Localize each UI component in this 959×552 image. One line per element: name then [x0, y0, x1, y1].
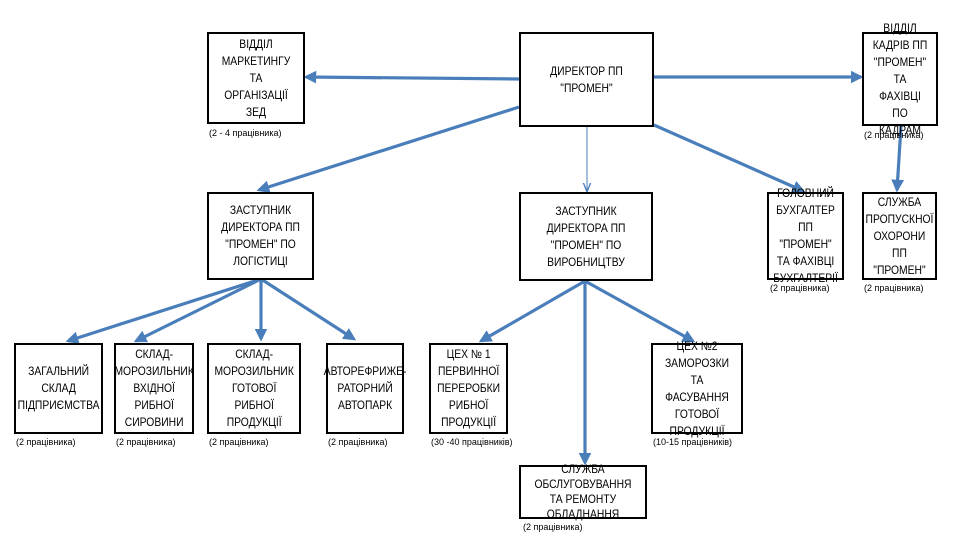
maintenance-staff: (2 працівника): [523, 522, 583, 532]
director-box: ДИРЕКТОР ПП "ПРОМЕН": [519, 32, 654, 127]
chief-accountant-box: ГОЛОВНИЙ БУХГАЛТЕР ПП "ПРОМЕН" ТА ФАХІВЦ…: [767, 186, 844, 285]
deputy-logistics-label: ЗАСТУПНИК ДИРЕКТОРА ПП "ПРОМЕН" ПО ЛОГІС…: [221, 203, 300, 268]
maintenance-box: СЛУЖБА ОБСЛУГОВУВАННЯ ТА РЕМОНТУ ОБЛАДНА…: [519, 462, 647, 521]
security-box: СЛУЖБА ПРОПУСКНОЇ ОХОРОНИ ПП "ПРОМЕН": [862, 192, 937, 280]
hr-staff: (2 працівника): [864, 130, 924, 140]
raw-freezer-box: СКЛАД-МОРОЗИЛЬНИК ВХІДНОЇ РИБНОЇ СИРОВИН…: [114, 343, 194, 434]
security-staff: (2 працівника): [864, 283, 924, 293]
arrow-director-to-deputy-logistics: [256, 105, 520, 193]
reefer-fleet-box: АВТОРЕФРИЖЕ-РАТОРНИЙ АВТОПАРК: [323, 343, 407, 434]
security-label: СЛУЖБА ПРОПУСКНОЇ ОХОРОНИ ПП "ПРОМЕН": [865, 194, 934, 277]
general-warehouse-staff: (2 працівника): [16, 437, 76, 447]
deputy-logistics-box: ЗАСТУПНИК ДИРЕКТОРА ПП "ПРОМЕН" ПО ЛОГІС…: [207, 192, 314, 280]
workshop2-staff: (10-15 працівників): [653, 437, 733, 447]
arrow-director-to-chief-accountant: [653, 123, 806, 193]
raw-freezer-label: СКЛАД-МОРОЗИЛЬНИК ВХІДНОЇ РИБНОЇ СИРОВИН…: [114, 347, 194, 429]
marketing-staff: (2 - 4 працівника): [209, 128, 282, 138]
general-warehouse-box: ЗАГАЛЬНИЙ СКЛАД ПІДПРИЄМСТВА: [14, 343, 103, 434]
arrow-production-to-workshop2: [584, 279, 696, 343]
arrow-director-to-marketing: [303, 70, 520, 84]
marketing-box: ВІДДІЛ МАРКЕТИНГУ ТА ОРГАНІЗАЦІЇ ЗЕД: [207, 32, 305, 124]
arrow-logistics-to-general-warehouse: [65, 277, 262, 344]
chief-accountant-staff: (2 працівника): [770, 283, 830, 293]
chief-accountant-label: ГОЛОВНИЙ БУХГАЛТЕР ПП "ПРОМЕН" ТА ФАХІВЦ…: [773, 186, 838, 285]
director-label: ДИРЕКТОР ПП "ПРОМЕН": [550, 63, 623, 95]
hr-label: ВІДДІЛ КАДРІВ ПП "ПРОМЕН" ТА ФАХІВЦІ ПО …: [872, 20, 928, 137]
deputy-production-label: ЗАСТУПНИК ДИРЕКТОРА ПП "ПРОМЕН" ПО ВИРОБ…: [546, 203, 626, 269]
finished-freezer-staff: (2 працівника): [209, 437, 269, 447]
workshop1-box: ЦЕХ № 1 ПЕРВИННОЇ ПЕРЕРОБКИ РИБНОЇ ПРОДУ…: [429, 343, 508, 434]
hr-box: ВІДДІЛ КАДРІВ ПП "ПРОМЕН" ТА ФАХІВЦІ ПО …: [862, 21, 938, 137]
maintenance-label: СЛУЖБА ОБСЛУГОВУВАННЯ ТА РЕМОНТУ ОБЛАДНА…: [534, 462, 632, 521]
finished-freezer-label: СКЛАД-МОРОЗИЛЬНИК ГОТОВОЇ РИБНОЇ ПРОДУКЦ…: [214, 347, 294, 429]
arrow-hr-to-security: [891, 125, 905, 193]
marketing-label: ВІДДІЛ МАРКЕТИНГУ ТА ОРГАНІЗАЦІЇ ЗЕД: [221, 36, 291, 119]
finished-freezer-box: СКЛАД-МОРОЗИЛЬНИК ГОТОВОЇ РИБНОЇ ПРОДУКЦ…: [207, 343, 301, 434]
workshop1-label: ЦЕХ № 1 ПЕРВИННОЇ ПЕРЕРОБКИ РИБНОЇ ПРОДУ…: [437, 347, 500, 429]
deputy-production-box: ЗАСТУПНИК ДИРЕКТОРА ПП "ПРОМЕН" ПО ВИРОБ…: [519, 192, 653, 281]
raw-freezer-staff: (2 працівника): [116, 437, 176, 447]
workshop2-box: ЦЕХ №2 ЗАМОРОЗКИ ТА ФАСУВАННЯ ГОТОВОЇ ПР…: [651, 339, 743, 438]
reefer-fleet-label: АВТОРЕФРИЖЕ-РАТОРНИЙ АВТОПАРК: [323, 364, 407, 412]
arrow-logistics-to-reefer-fleet: [260, 277, 357, 341]
workshop2-label: ЦЕХ №2 ЗАМОРОЗКИ ТА ФАСУВАННЯ ГОТОВОЇ ПР…: [664, 338, 730, 438]
arrow-production-to-workshop1: [478, 279, 586, 343]
arrow-logistics-to-raw-freezer: [133, 277, 262, 343]
general-warehouse-label: ЗАГАЛЬНИЙ СКЛАД ПІДПРИЄМСТВА: [17, 364, 100, 412]
reefer-fleet-staff: (2 працівника): [328, 437, 388, 447]
workshop1-staff: (30 -40 працівників): [431, 437, 513, 447]
